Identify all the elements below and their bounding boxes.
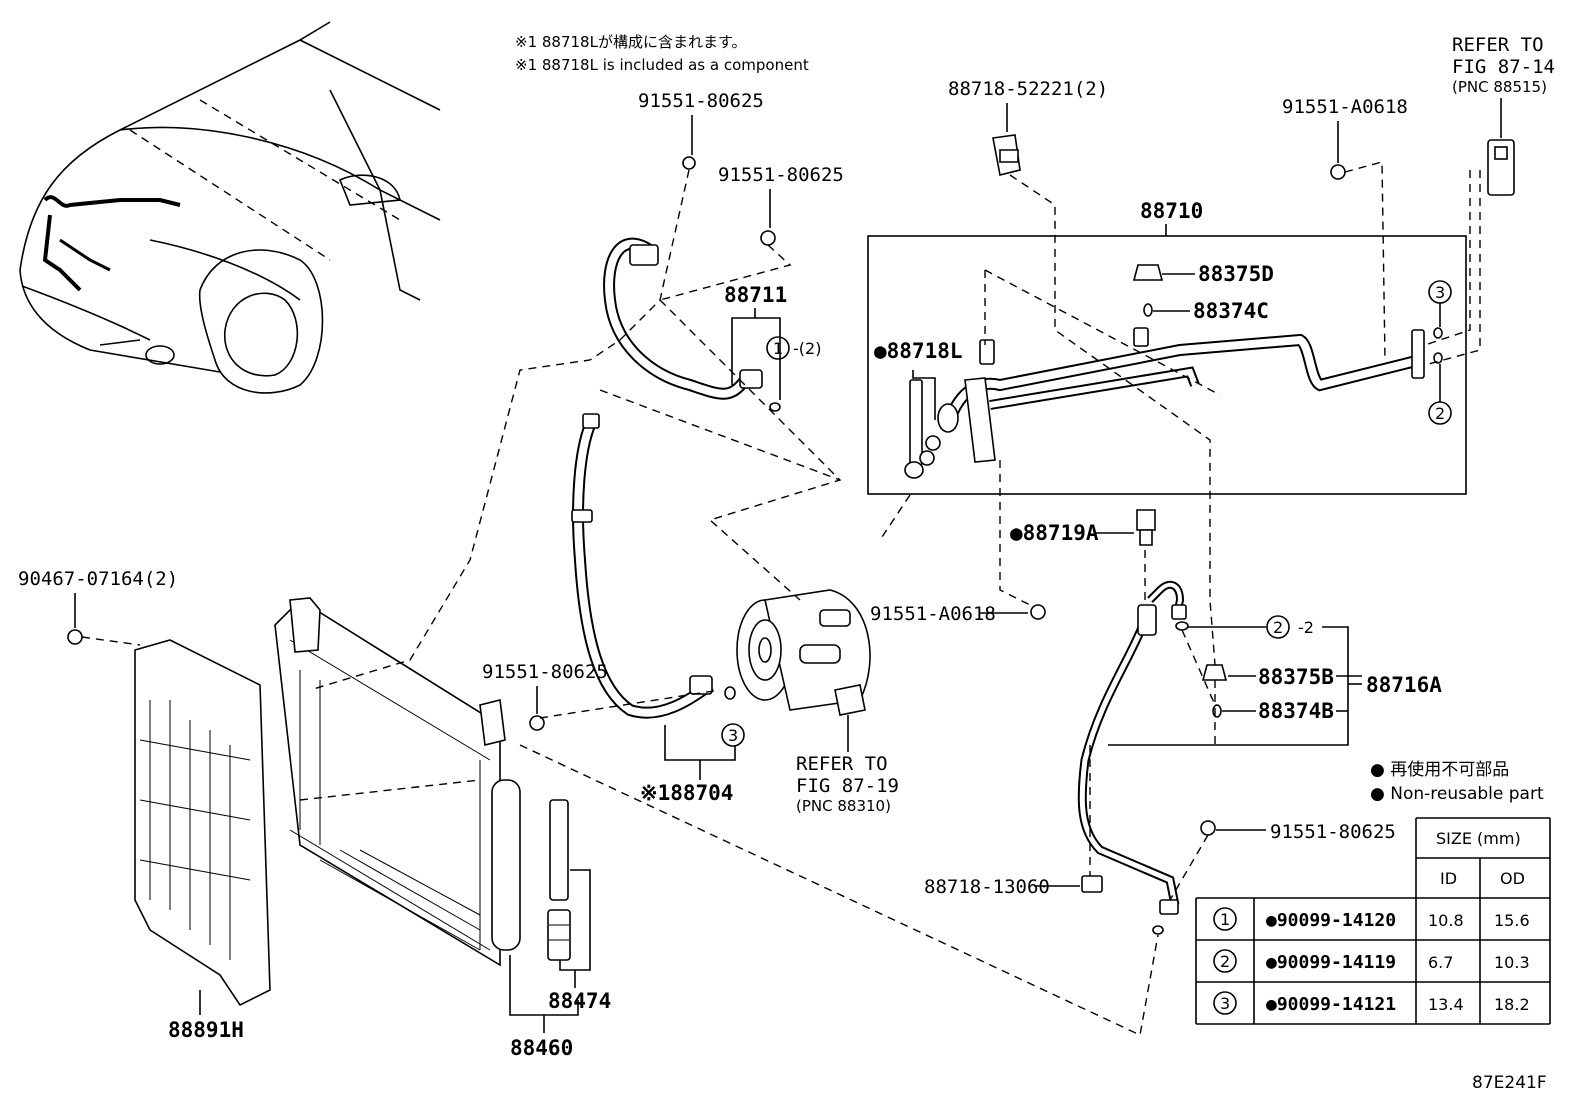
note-jp: ※1 88718Lが構成に含まれます。: [515, 33, 746, 51]
table-header-id: ID: [1440, 869, 1457, 888]
label-88460: 88460: [510, 1036, 573, 1060]
label-refer-87-14-a: REFER TO: [1452, 34, 1544, 56]
label-88474: 88474: [548, 989, 611, 1013]
circle-3-a-num: 3: [728, 726, 738, 745]
table-row-num: 1: [1220, 910, 1230, 929]
label-88710: 88710: [1140, 199, 1203, 223]
circle-2-a-num: 2: [1435, 404, 1445, 423]
compressor: [736, 589, 871, 716]
circle-3-b-num: 3: [1435, 283, 1445, 302]
table-row-num: 2: [1220, 952, 1230, 971]
table-row-part: ●90099-14121: [1266, 994, 1396, 1015]
label-refer-87-14-b: FIG 87-14: [1452, 56, 1555, 78]
label-circle2-qty: -2: [1298, 618, 1314, 637]
table-row-id: 10.8: [1428, 911, 1464, 930]
label-90467-07164: 90467-07164(2): [18, 568, 178, 590]
vehicle-illustration: [19, 21, 441, 394]
table-row: 1 ●90099-14120 10.8 15.6: [1213, 907, 1530, 931]
label-88718-52221: 88718-52221(2): [948, 78, 1108, 100]
figure-code: 87E241F: [1472, 1073, 1547, 1093]
table-row-part: ●90099-14119: [1266, 952, 1396, 973]
label-refer-87-19-c: (PNC 88310): [796, 797, 891, 815]
label-91551-80625-a: 91551-80625: [638, 90, 764, 112]
label-91551-80625-b: 91551-80625: [718, 164, 844, 186]
hose-88704: [529, 413, 736, 731]
table-row-od: 18.2: [1494, 995, 1530, 1014]
assembly-box-88710: [867, 235, 1467, 495]
oring-88374C: [1143, 303, 1153, 317]
pipe-assembly-88710: [904, 327, 1425, 479]
label-88374C: 88374C: [1193, 299, 1269, 323]
shield-88891H: [67, 629, 271, 1007]
label-88716A: 88716A: [1366, 673, 1442, 697]
label-91551-80625-c: 91551-80625: [482, 661, 608, 683]
expansion-valve-ref: [1487, 139, 1515, 196]
table-header-size: SIZE (mm): [1436, 829, 1521, 848]
label-refer-87-19-b: FIG 87-19: [796, 775, 899, 797]
table-row-part: ●90099-14120: [1266, 910, 1396, 931]
circle-3-a: [721, 723, 745, 747]
label-refer-87-14-c: (PNC 88515): [1452, 78, 1547, 96]
label-88718L: ●88718L: [874, 339, 963, 363]
legend-en: ● Non-reusable part: [1370, 784, 1544, 804]
table-row-id: 13.4: [1428, 995, 1464, 1014]
label-circle1-qty: -(2): [793, 339, 821, 358]
label-88704: ※188704: [640, 781, 733, 805]
condenser-88460: [274, 597, 521, 967]
label-refer-87-19-a: REFER TO: [796, 753, 888, 775]
connection-lines: [299, 161, 1481, 1037]
hose-88711: [603, 156, 781, 412]
circle-1-a-num: 1: [773, 339, 783, 358]
label-88375D: 88375D: [1198, 262, 1274, 286]
clip-88375D: [1132, 264, 1164, 281]
bolt-91551-A0618-a: [1330, 164, 1346, 180]
label-88375B: 88375B: [1258, 665, 1334, 689]
label-91551-80625-d: 91551-80625: [1270, 821, 1396, 843]
label-88374B: 88374B: [1258, 699, 1334, 723]
label-88891H: 88891H: [168, 1018, 244, 1042]
oring-size-table: SIZE (mm) ID OD 1 ●90099-14120 10.8 15.6…: [1195, 817, 1551, 1025]
dryer-88474: [547, 799, 571, 961]
label-88718-13060: 88718-13060: [924, 876, 1050, 898]
circle-2-b-num: 2: [1273, 618, 1283, 637]
pipe-88716A: [1030, 509, 1228, 935]
circle-2-b: [1266, 615, 1290, 639]
label-88719A: ●88719A: [1010, 521, 1099, 545]
table-row: 3 ●90099-14121 13.4 18.2: [1213, 991, 1530, 1015]
table-row-od: 10.3: [1494, 953, 1530, 972]
note-en: ※1 88718L is included as a component: [515, 56, 809, 74]
table-row-id: 6.7: [1428, 953, 1453, 972]
circle-1-a: [766, 336, 790, 360]
legend-jp: ● 再使用不可部品: [1370, 759, 1509, 780]
table-row: 2 ●90099-14119 6.7 10.3: [1213, 949, 1530, 973]
label-91551-A0618-b: 91551-A0618: [870, 603, 996, 625]
label-91551-A0618-a: 91551-A0618: [1282, 96, 1408, 118]
table-header-od: OD: [1500, 869, 1525, 888]
label-88711: 88711: [724, 283, 787, 307]
table-row-od: 15.6: [1494, 911, 1530, 930]
table-row-num: 3: [1220, 994, 1230, 1013]
clamp-88718-52221: [992, 134, 1021, 176]
